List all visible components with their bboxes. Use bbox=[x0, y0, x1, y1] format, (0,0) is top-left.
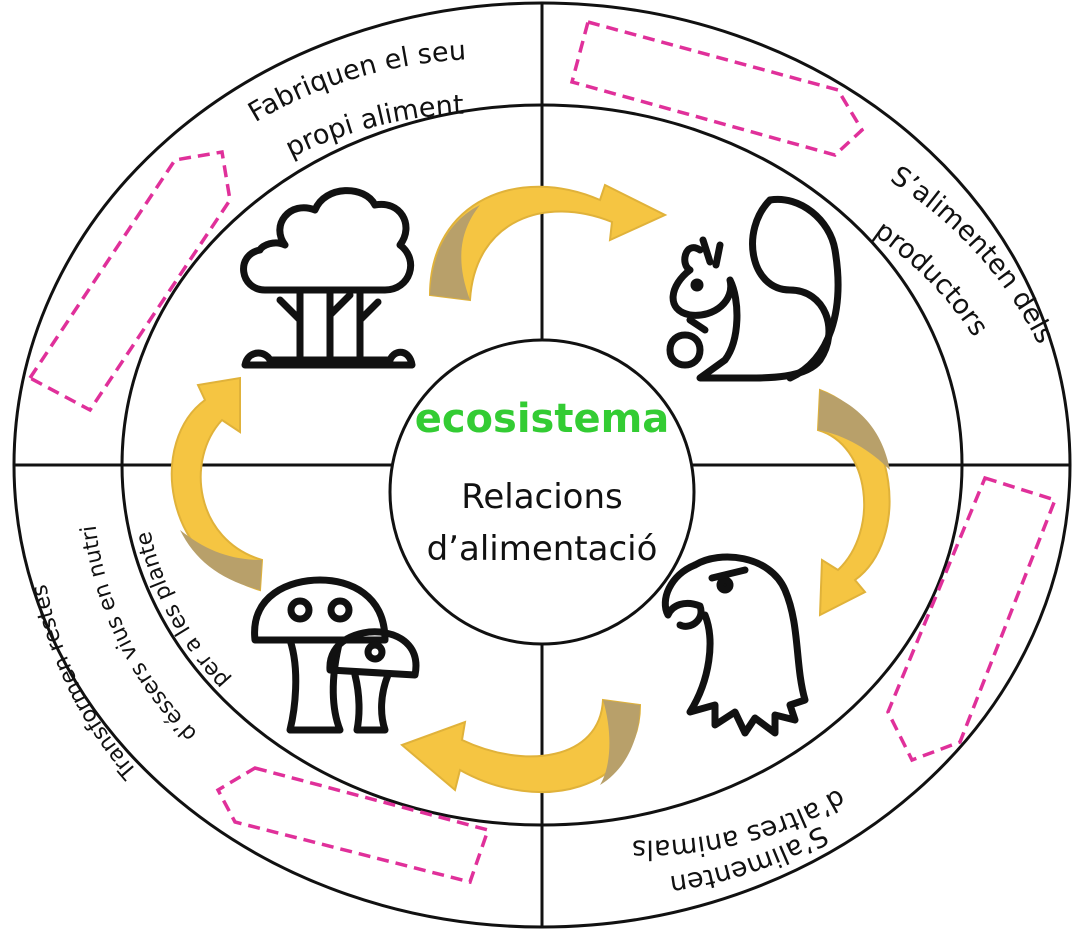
eagle-icon bbox=[661, 553, 809, 737]
arrow-tree-to-squirrel bbox=[428, 183, 668, 302]
placeholder-tag-top-right[interactable] bbox=[569, 19, 865, 157]
arrow-eagle-to-mushroom bbox=[400, 698, 642, 793]
arrow-mushroom-to-tree bbox=[170, 376, 264, 592]
center-subtitle-line2: d’alimentació bbox=[427, 529, 658, 569]
placeholder-tag-bottom-left[interactable] bbox=[215, 766, 491, 885]
arrow-squirrel-to-eagle bbox=[816, 388, 891, 617]
center-title: ecosistema bbox=[415, 396, 670, 442]
placeholder-tag-bottom-right[interactable] bbox=[886, 475, 1058, 763]
squirrel-icon bbox=[666, 195, 842, 382]
center-subtitle-line1: Relacions bbox=[461, 477, 623, 517]
center-circle bbox=[388, 338, 696, 646]
tree-icon bbox=[240, 187, 416, 369]
placeholder-tag-top-left[interactable] bbox=[27, 149, 232, 413]
mushroom-icon bbox=[251, 576, 420, 734]
